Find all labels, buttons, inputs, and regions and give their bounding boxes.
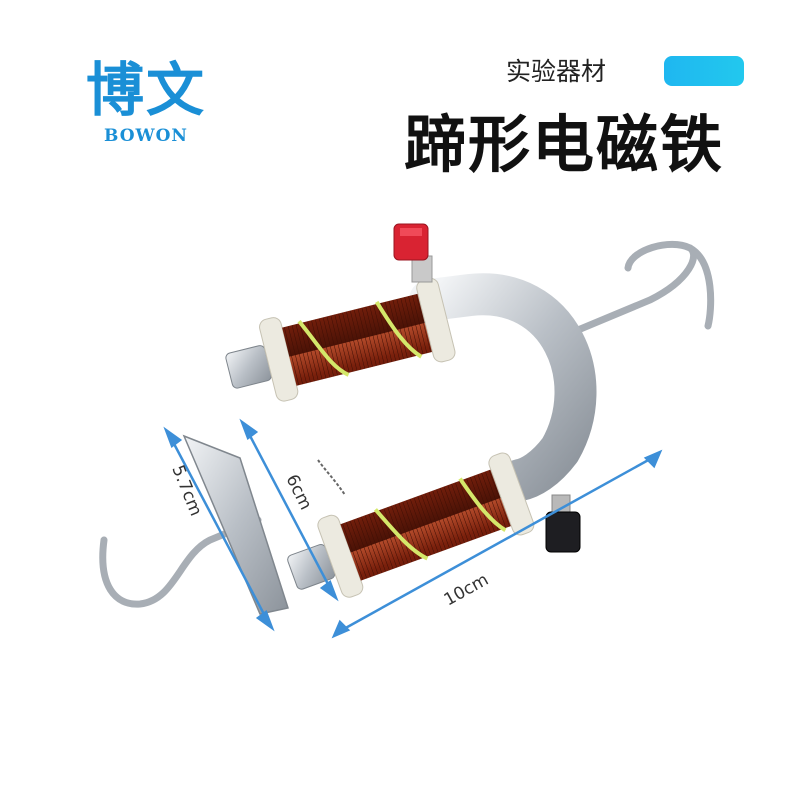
lower-coil <box>287 452 535 598</box>
length-size-label: 10cm <box>441 570 492 611</box>
brand-name-en: BOWON <box>104 126 188 146</box>
product-title: 蹄形电磁铁 <box>404 108 725 181</box>
plate-hook <box>99 434 289 615</box>
red-terminal <box>393 223 433 283</box>
u-iron-core <box>409 273 597 501</box>
gap-size-label: 6cm <box>282 471 316 513</box>
category-accent-bar <box>664 56 744 86</box>
plate-size-label: 5.7cm <box>167 462 205 519</box>
black-terminal <box>545 494 581 553</box>
brand-name-cn: 博文 <box>85 56 206 124</box>
category-label: 实验器材 <box>506 57 607 86</box>
dimension-lines <box>163 418 663 639</box>
brand-logo: 博文 BOWON <box>76 58 216 146</box>
upper-coil <box>225 277 456 402</box>
